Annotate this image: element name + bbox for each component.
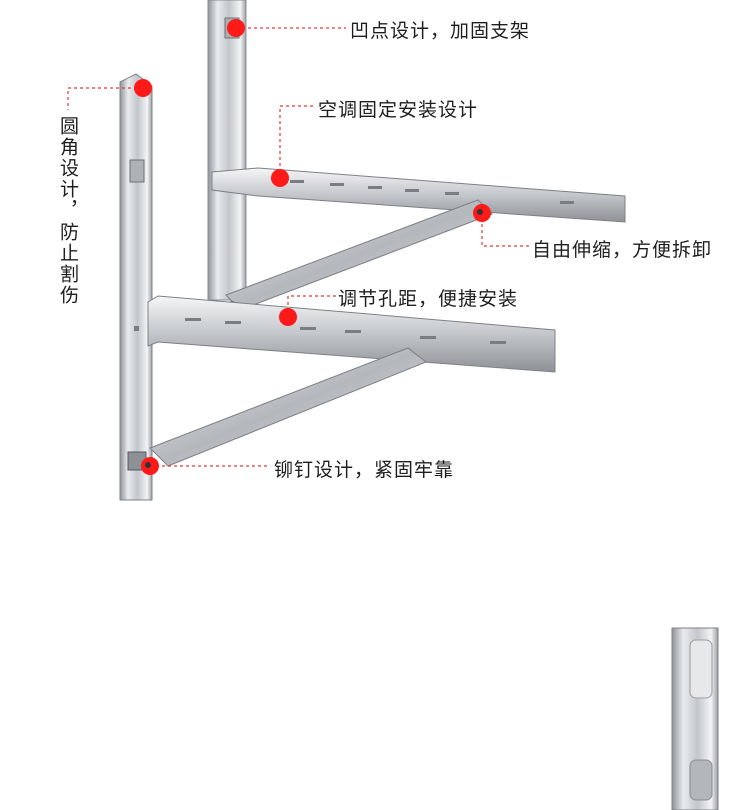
callout-mount: 空调固定安装设计 bbox=[318, 99, 479, 121]
callout-rounded-line1: 圆角设计， bbox=[57, 116, 79, 221]
callout-adjust: 调节孔距，便捷安装 bbox=[338, 288, 519, 310]
callout-fold: 自由伸缩，方便拆卸 bbox=[532, 239, 713, 261]
red-dot-marker-icon bbox=[227, 19, 245, 37]
callout-rivet: 铆钉设计，紧固牢靠 bbox=[274, 459, 455, 481]
back-bracket bbox=[207, 0, 626, 311]
markers bbox=[134, 19, 491, 475]
partial-bracket-detail bbox=[671, 627, 719, 810]
callout-rounded-line2: 防止割伤 bbox=[57, 222, 79, 306]
callout-top-notch: 凹点设计，加固支架 bbox=[350, 20, 531, 42]
red-dot-marker-icon bbox=[271, 169, 289, 187]
red-dot-marker-icon bbox=[279, 308, 297, 326]
front-bracket bbox=[119, 73, 556, 501]
red-dot-marker-icon bbox=[134, 79, 152, 97]
